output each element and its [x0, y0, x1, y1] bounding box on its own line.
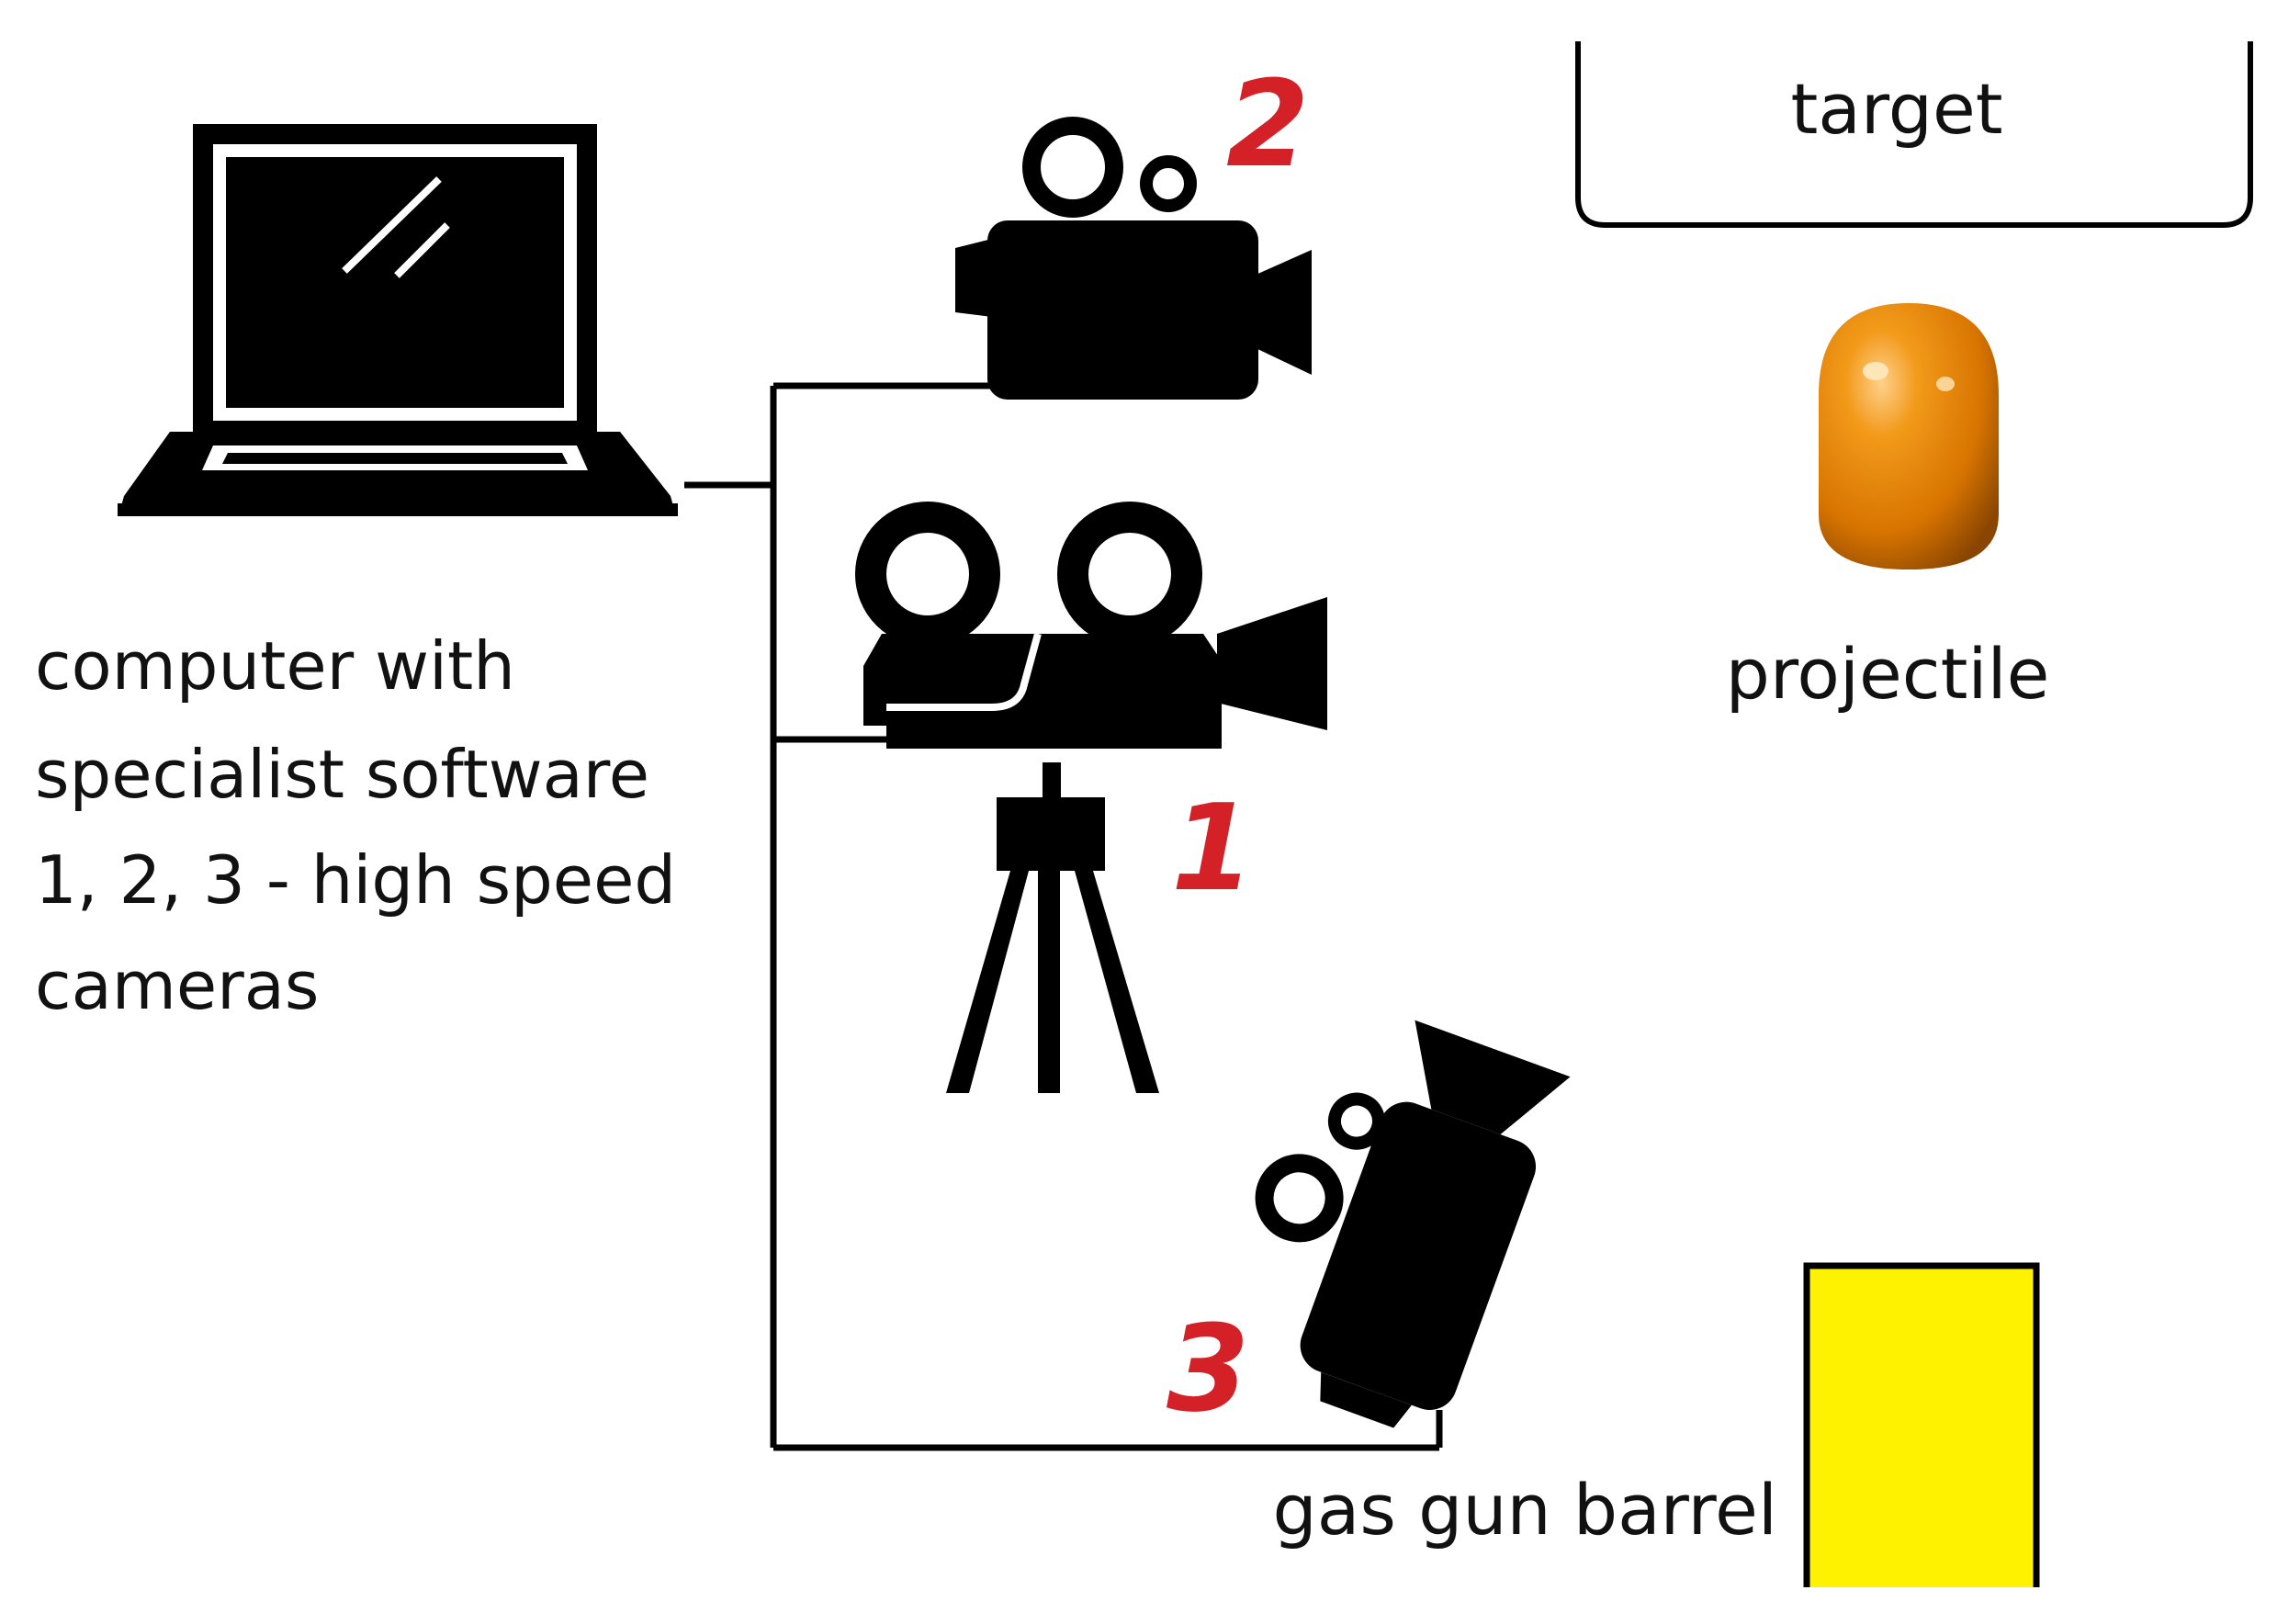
- camera-2: 2: [955, 54, 1312, 400]
- computer-desc-line-1: computer with: [35, 627, 515, 705]
- tripod-movie-camera-icon: [855, 502, 1327, 1093]
- target-label: target: [1790, 68, 2002, 150]
- computer-desc-line-4: cameras: [35, 947, 319, 1024]
- target: target: [1575, 41, 2253, 228]
- gas-gun-barrel: gas gun barrel: [1273, 1262, 2040, 1587]
- movie-camera-icon: [1255, 1020, 1571, 1428]
- barrel-body: [1803, 1262, 2040, 1587]
- gas-gun-barrel-label: gas gun barrel: [1273, 1469, 1777, 1551]
- camera-3-number: 3: [1167, 1299, 1249, 1438]
- target-frame: [1575, 41, 2253, 228]
- camera-1: 1: [855, 502, 1327, 1093]
- bullet-capsule-icon: [1819, 303, 1999, 570]
- camera-1-number: 1: [1171, 778, 1254, 918]
- projectile: projectile: [1726, 303, 2050, 715]
- camera-2-number: 2: [1226, 54, 1309, 194]
- projectile-label: projectile: [1726, 633, 2050, 715]
- camera-3: 3: [1167, 1020, 1571, 1438]
- computer-desc-line-2: specialist software: [35, 736, 649, 813]
- laptop-icon: [118, 124, 678, 516]
- camera-cables: [684, 382, 1443, 1451]
- movie-camera-icon: [955, 117, 1312, 400]
- computer-description: computer with specialist software 1, 2, …: [35, 627, 676, 1024]
- computer-desc-line-3: 1, 2, 3 - high speed: [35, 841, 676, 919]
